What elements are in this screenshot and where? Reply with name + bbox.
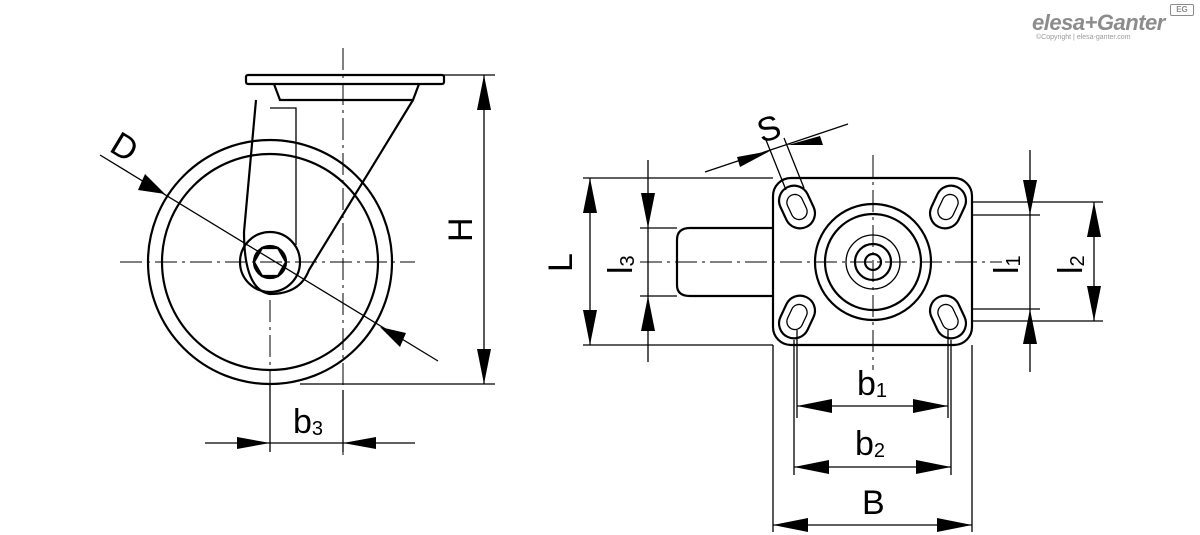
slot-top-right bbox=[928, 184, 968, 230]
S-extension-left bbox=[765, 139, 787, 191]
label-b2-subscript: 2 bbox=[874, 440, 885, 462]
height-arrow-bottom bbox=[477, 349, 491, 384]
label-b1-main: b bbox=[857, 365, 876, 403]
mounting-plate bbox=[771, 176, 974, 347]
label-l3-subscript: 3 bbox=[617, 255, 639, 266]
top-plate bbox=[244, 73, 446, 86]
b2-arrow-left bbox=[794, 460, 829, 474]
label-b2-main: b bbox=[855, 425, 874, 463]
label-b3-main: b bbox=[293, 403, 312, 441]
label-L: L bbox=[542, 253, 580, 272]
slot-top-right-inner bbox=[937, 193, 959, 221]
slot-top-left-inner bbox=[786, 193, 808, 221]
top-view bbox=[583, 123, 1103, 532]
label-B: B bbox=[862, 484, 885, 522]
b1-arrow-left bbox=[797, 399, 832, 413]
bearing-ring bbox=[823, 212, 923, 312]
L-arrow-top bbox=[583, 178, 597, 213]
S-arrow-right bbox=[788, 136, 823, 145]
B-arrow-left bbox=[773, 518, 808, 532]
b3-arrow-left bbox=[237, 437, 270, 449]
label-b2: b2 bbox=[855, 425, 885, 463]
label-l3-main: l bbox=[602, 266, 640, 274]
label-l1-subscript: 1 bbox=[1003, 255, 1025, 266]
l3-arrow-bottom bbox=[641, 296, 655, 331]
diameter-arrow-bottom bbox=[380, 327, 406, 347]
mounting-slots bbox=[777, 184, 968, 340]
l1-arrow-top bbox=[1023, 180, 1037, 215]
label-l1: l1 bbox=[988, 255, 1026, 274]
L-arrow-bottom bbox=[583, 310, 597, 345]
swivel-head bbox=[272, 83, 421, 102]
copyright-text: ©Copyright | elesa-ganter.com bbox=[1036, 34, 1131, 41]
dimension-labels: D H b3 S L l3 l1 l2 b1 b2 B bbox=[104, 108, 1090, 522]
l1-arrow-bottom bbox=[1023, 309, 1037, 344]
fork-inner-edge bbox=[270, 107, 297, 245]
label-l1-main: l bbox=[988, 266, 1026, 274]
height-arrow-top bbox=[477, 75, 491, 110]
label-S: S bbox=[752, 108, 785, 151]
label-l2-subscript: 2 bbox=[1067, 255, 1089, 266]
brand-logo-text: elesa+Ganter bbox=[1032, 10, 1165, 35]
slot-bottom-left bbox=[777, 294, 817, 340]
label-b1: b1 bbox=[857, 365, 887, 403]
S-dimension-line bbox=[704, 123, 849, 173]
B-arrow-right bbox=[937, 518, 972, 532]
l2-arrow-top bbox=[1087, 202, 1101, 237]
slot-top-left bbox=[777, 184, 817, 230]
label-l3: l3 bbox=[602, 255, 640, 274]
b3-arrow-right bbox=[343, 437, 376, 449]
label-l2: l2 bbox=[1052, 255, 1090, 274]
b2-arrow-right bbox=[916, 460, 951, 474]
brand-badge: EG bbox=[1170, 4, 1194, 16]
diameter-arrow-top bbox=[138, 174, 165, 194]
label-H: H bbox=[442, 217, 480, 242]
label-l2-main: l bbox=[1052, 266, 1090, 274]
wheel-rim bbox=[160, 152, 380, 372]
axle-nut bbox=[252, 246, 288, 278]
S-arrow-left bbox=[737, 151, 770, 167]
label-D: D bbox=[104, 125, 145, 170]
label-b3-subscript: 3 bbox=[312, 418, 323, 440]
l3-arrow-top bbox=[641, 193, 655, 228]
fork-body bbox=[242, 99, 414, 296]
bearing-race bbox=[845, 234, 901, 290]
bearing-outer bbox=[813, 202, 933, 322]
stem bbox=[675, 226, 773, 298]
kingpin-outer bbox=[853, 242, 893, 282]
l2-arrow-bottom bbox=[1087, 286, 1101, 321]
label-b1-subscript: 1 bbox=[876, 380, 887, 402]
S-extension-right bbox=[783, 137, 805, 189]
brand-logo: elesa+Ganter ©Copyright | elesa-ganter.c… bbox=[1032, 4, 1194, 46]
slot-bottom-left-inner bbox=[786, 303, 808, 331]
kingpin-hole bbox=[863, 252, 883, 272]
wheel-hub bbox=[238, 230, 302, 294]
slot-bottom-right-inner bbox=[937, 303, 959, 331]
side-view bbox=[99, 48, 495, 455]
label-b3: b3 bbox=[293, 403, 323, 441]
b1-arrow-right bbox=[913, 399, 948, 413]
slot-bottom-right bbox=[928, 294, 968, 340]
